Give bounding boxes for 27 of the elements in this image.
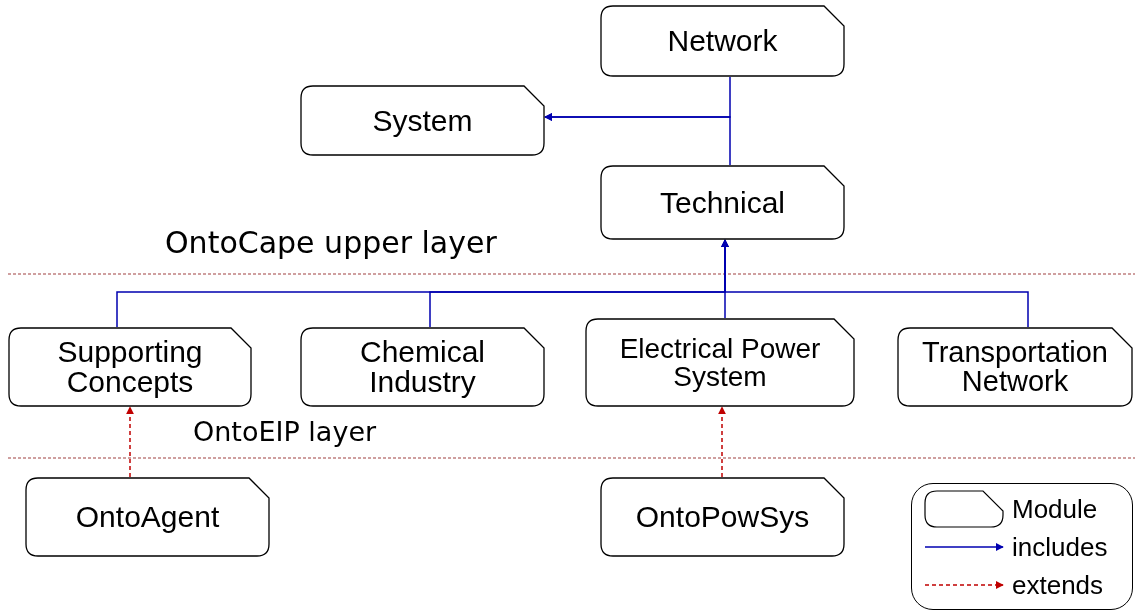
arrow <box>718 406 726 478</box>
arrow <box>721 239 1029 328</box>
module-label: Transportation Network <box>921 338 1109 396</box>
module-box <box>300 85 545 156</box>
module-box <box>897 327 1133 407</box>
module-label: Supporting Concepts <box>56 337 204 397</box>
module-label: Electrical Power System <box>618 334 822 391</box>
arrow <box>544 113 731 166</box>
module-box <box>8 327 252 407</box>
legend-label: Module <box>1012 495 1098 522</box>
arrow <box>126 406 134 478</box>
legend-label: extends <box>1012 571 1104 598</box>
legend-label: includes <box>1012 533 1108 560</box>
module-label: OntoAgent <box>74 502 221 532</box>
module-box <box>25 477 270 557</box>
module-label: Chemical Industry <box>358 337 486 397</box>
module-label: OntoPowSys <box>634 502 811 532</box>
module-box <box>600 165 845 240</box>
layer-label: OntoEIP layer <box>193 418 377 445</box>
module-box <box>300 327 545 407</box>
module-box <box>600 477 845 557</box>
module-label: Technical <box>658 187 787 218</box>
module-label: System <box>371 105 474 136</box>
module-box <box>585 318 855 407</box>
module-box <box>600 5 845 77</box>
module-label: Network <box>666 26 779 56</box>
layer-label: OntoCape upper layer <box>165 228 497 258</box>
